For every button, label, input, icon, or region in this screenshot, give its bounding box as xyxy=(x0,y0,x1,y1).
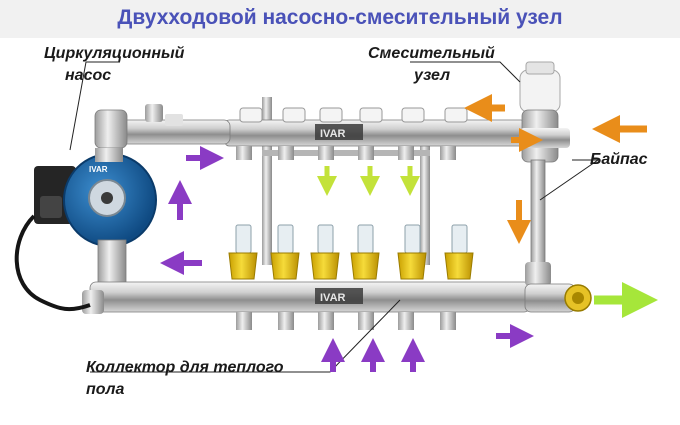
collector-label-line1: Коллектор для теплого xyxy=(86,359,284,376)
diagram-title: Двухходовой насосно-смесительный узел xyxy=(117,6,563,29)
bypass-pipe xyxy=(525,159,551,286)
supply-arrows xyxy=(464,94,647,244)
top-brand-text: IVAR xyxy=(320,128,346,140)
support-brackets xyxy=(262,97,430,265)
top-supply-manifold: IVAR xyxy=(224,107,526,160)
bottom-outlet-fittings xyxy=(236,312,456,330)
pump-brand-text: IVAR xyxy=(89,165,108,174)
bottom-return-manifold: IVAR xyxy=(82,281,531,330)
mixer-label-line1: Смесительный xyxy=(368,45,495,62)
loop-supply-arrows xyxy=(317,166,420,196)
mixing-valve-assembly xyxy=(519,61,570,163)
right-outlet-fitting xyxy=(524,283,592,313)
circulation-pump: IVAR xyxy=(34,148,157,247)
bypass-label: Байпас xyxy=(590,151,648,168)
mixer-leader-line xyxy=(410,61,521,83)
mixer-label-line2: узел xyxy=(414,67,451,84)
pump-label-line1: Циркуляционный xyxy=(44,45,185,62)
title-band xyxy=(0,0,680,38)
pump-power-cable xyxy=(14,214,91,312)
top-outlet-fittings xyxy=(236,146,456,160)
flow-meters xyxy=(228,224,474,280)
pump-return-pipe xyxy=(97,239,127,286)
bypass-leader-line xyxy=(539,159,600,201)
pump-supply-pipe xyxy=(94,104,231,149)
pump-leader-line xyxy=(69,61,120,151)
pump-label-line2: насос xyxy=(65,67,112,84)
bottom-brand-text: IVAR xyxy=(320,292,346,304)
top-valve-caps xyxy=(239,107,468,123)
collector-label-line2: пола xyxy=(86,381,125,398)
return-arrows xyxy=(160,146,534,372)
